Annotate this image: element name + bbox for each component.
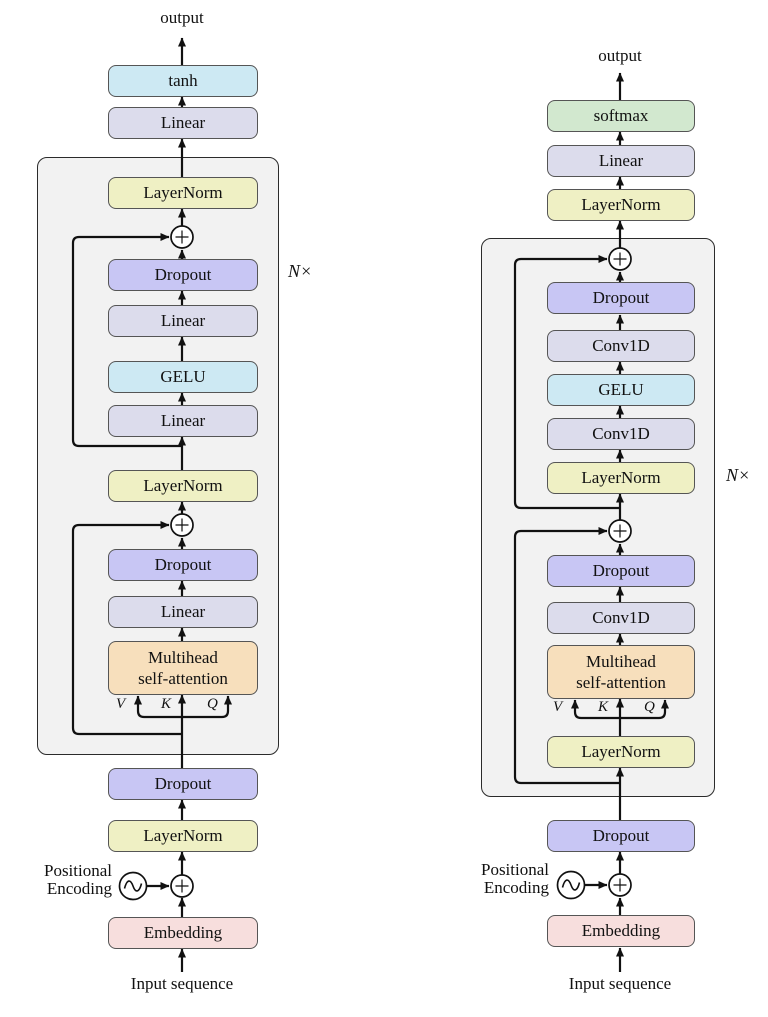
right-node-dropout-in: Dropout (547, 820, 695, 852)
right-mhsa-line2: self-attention (576, 673, 666, 692)
left-node-dropout-in: Dropout (108, 768, 258, 800)
left-node-linear-attn: Linear (108, 596, 258, 628)
right-node-gelu: GELU (547, 374, 695, 406)
right-input-label: Input sequence (568, 974, 672, 993)
left-input-label: Input sequence (130, 974, 234, 993)
right-node-embedding: Embedding (547, 915, 695, 947)
left-node-dropout-ffn: Dropout (108, 259, 258, 291)
left-node-linear-head: Linear (108, 107, 258, 139)
left-mhsa-line2: self-attention (138, 669, 228, 688)
left-node-linear-ffn1: Linear (108, 405, 258, 437)
right-mhsa-line1: Multihead (586, 651, 656, 671)
right-node-layernorm-ffn: LayerNorm (547, 462, 695, 494)
right-positional-line1: Positional (480, 860, 549, 879)
left-positional-encoding-icon (118, 871, 148, 901)
left-repeat-label-text: N× (288, 261, 313, 281)
left-k-label: K (161, 696, 172, 712)
right-node-softmax: softmax (547, 100, 695, 132)
left-node-dropout-attn: Dropout (108, 549, 258, 581)
left-node-linear-ffn2: Linear (108, 305, 258, 337)
right-v-label: V (553, 699, 563, 715)
left-node-embedding: Embedding (108, 917, 258, 949)
left-output-label: output (160, 8, 204, 27)
right-node-linear-head: Linear (547, 145, 695, 177)
right-positional-line2: Encoding (483, 877, 549, 897)
left-positional-encoding-label: Positional Encoding (18, 862, 112, 898)
right-k-label: K (598, 699, 609, 715)
left-positional-line2: Encoding (46, 878, 112, 898)
left-node-layernorm-in: LayerNorm (108, 820, 258, 852)
right-positional-encoding-label: Positional Encoding (455, 861, 549, 897)
right-node-conv-attn: Conv1D (547, 602, 695, 634)
right-positional-encoding-icon (556, 870, 586, 900)
left-node-gelu: GELU (108, 361, 258, 393)
left-node-multihead-self-attention: Multihead self-attention (108, 641, 258, 695)
right-node-layernorm-out: LayerNorm (547, 189, 695, 221)
right-node-conv-ffn2: Conv1D (547, 330, 695, 362)
right-node-dropout-attn: Dropout (547, 555, 695, 587)
left-node-tanh: tanh (108, 65, 258, 97)
left-q-label: Q (207, 696, 218, 712)
left-node-layernorm-mid: LayerNorm (108, 470, 258, 502)
right-node-dropout-ffn: Dropout (547, 282, 695, 314)
right-q-label: Q (644, 699, 655, 715)
right-node-layernorm-attn: LayerNorm (547, 736, 695, 768)
right-repeat-label: N× (726, 465, 750, 486)
right-node-conv-ffn1: Conv1D (547, 418, 695, 450)
left-v-label: V (116, 696, 126, 712)
left-repeat-label: N× (288, 261, 312, 282)
left-mhsa-line1: Multihead (148, 647, 218, 667)
right-node-multihead-self-attention: Multihead self-attention (547, 645, 695, 699)
left-node-layernorm-out: LayerNorm (108, 177, 258, 209)
right-output-label: output (598, 46, 642, 65)
left-positional-line1: Positional (43, 861, 112, 880)
right-repeat-label-text: N× (726, 465, 751, 485)
